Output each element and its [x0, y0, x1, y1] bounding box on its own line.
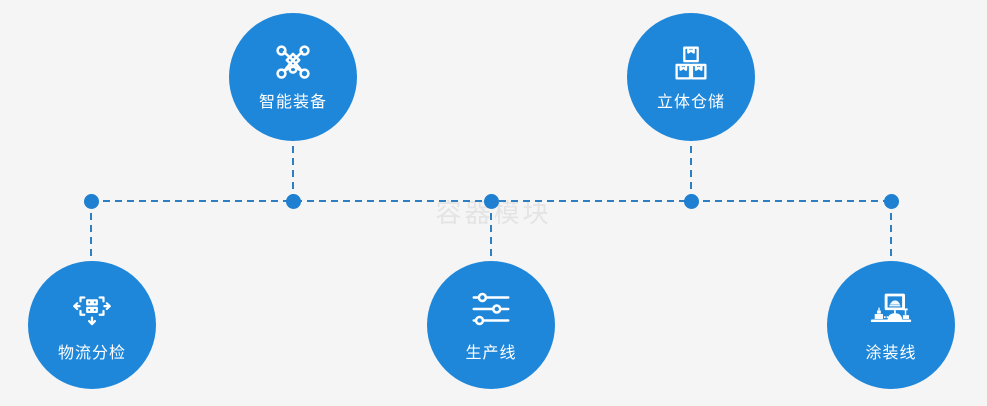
node-label: 涂装线 [865, 345, 917, 362]
node-painting-line[interactable]: 涂装线 [827, 261, 955, 389]
node-smart-equipment[interactable]: 智能装备 [229, 13, 357, 141]
junction-dot-4[interactable] [683, 193, 699, 209]
node-production-line[interactable]: 生产线 [427, 261, 555, 389]
node-label: 物流分检 [57, 345, 126, 362]
spray-booth-icon [868, 286, 914, 332]
node-stereoscopic-warehouse[interactable]: 立体仓储 [627, 13, 755, 141]
stacked-boxes-icon [668, 41, 714, 87]
junction-dot-1[interactable] [83, 193, 99, 209]
junction-dot-5[interactable] [883, 193, 899, 209]
node-label: 智能装备 [258, 94, 327, 111]
node-logistics-sorting[interactable]: 物流分检 [28, 261, 156, 389]
junction-dot-3[interactable] [483, 193, 499, 209]
sorting-grid-arrows-icon [69, 286, 115, 332]
node-label: 生产线 [465, 345, 517, 362]
network-nodes-icon [270, 41, 316, 87]
node-label: 立体仓储 [656, 94, 725, 111]
junction-dot-2[interactable] [285, 193, 301, 209]
sliders-icon [468, 286, 514, 332]
